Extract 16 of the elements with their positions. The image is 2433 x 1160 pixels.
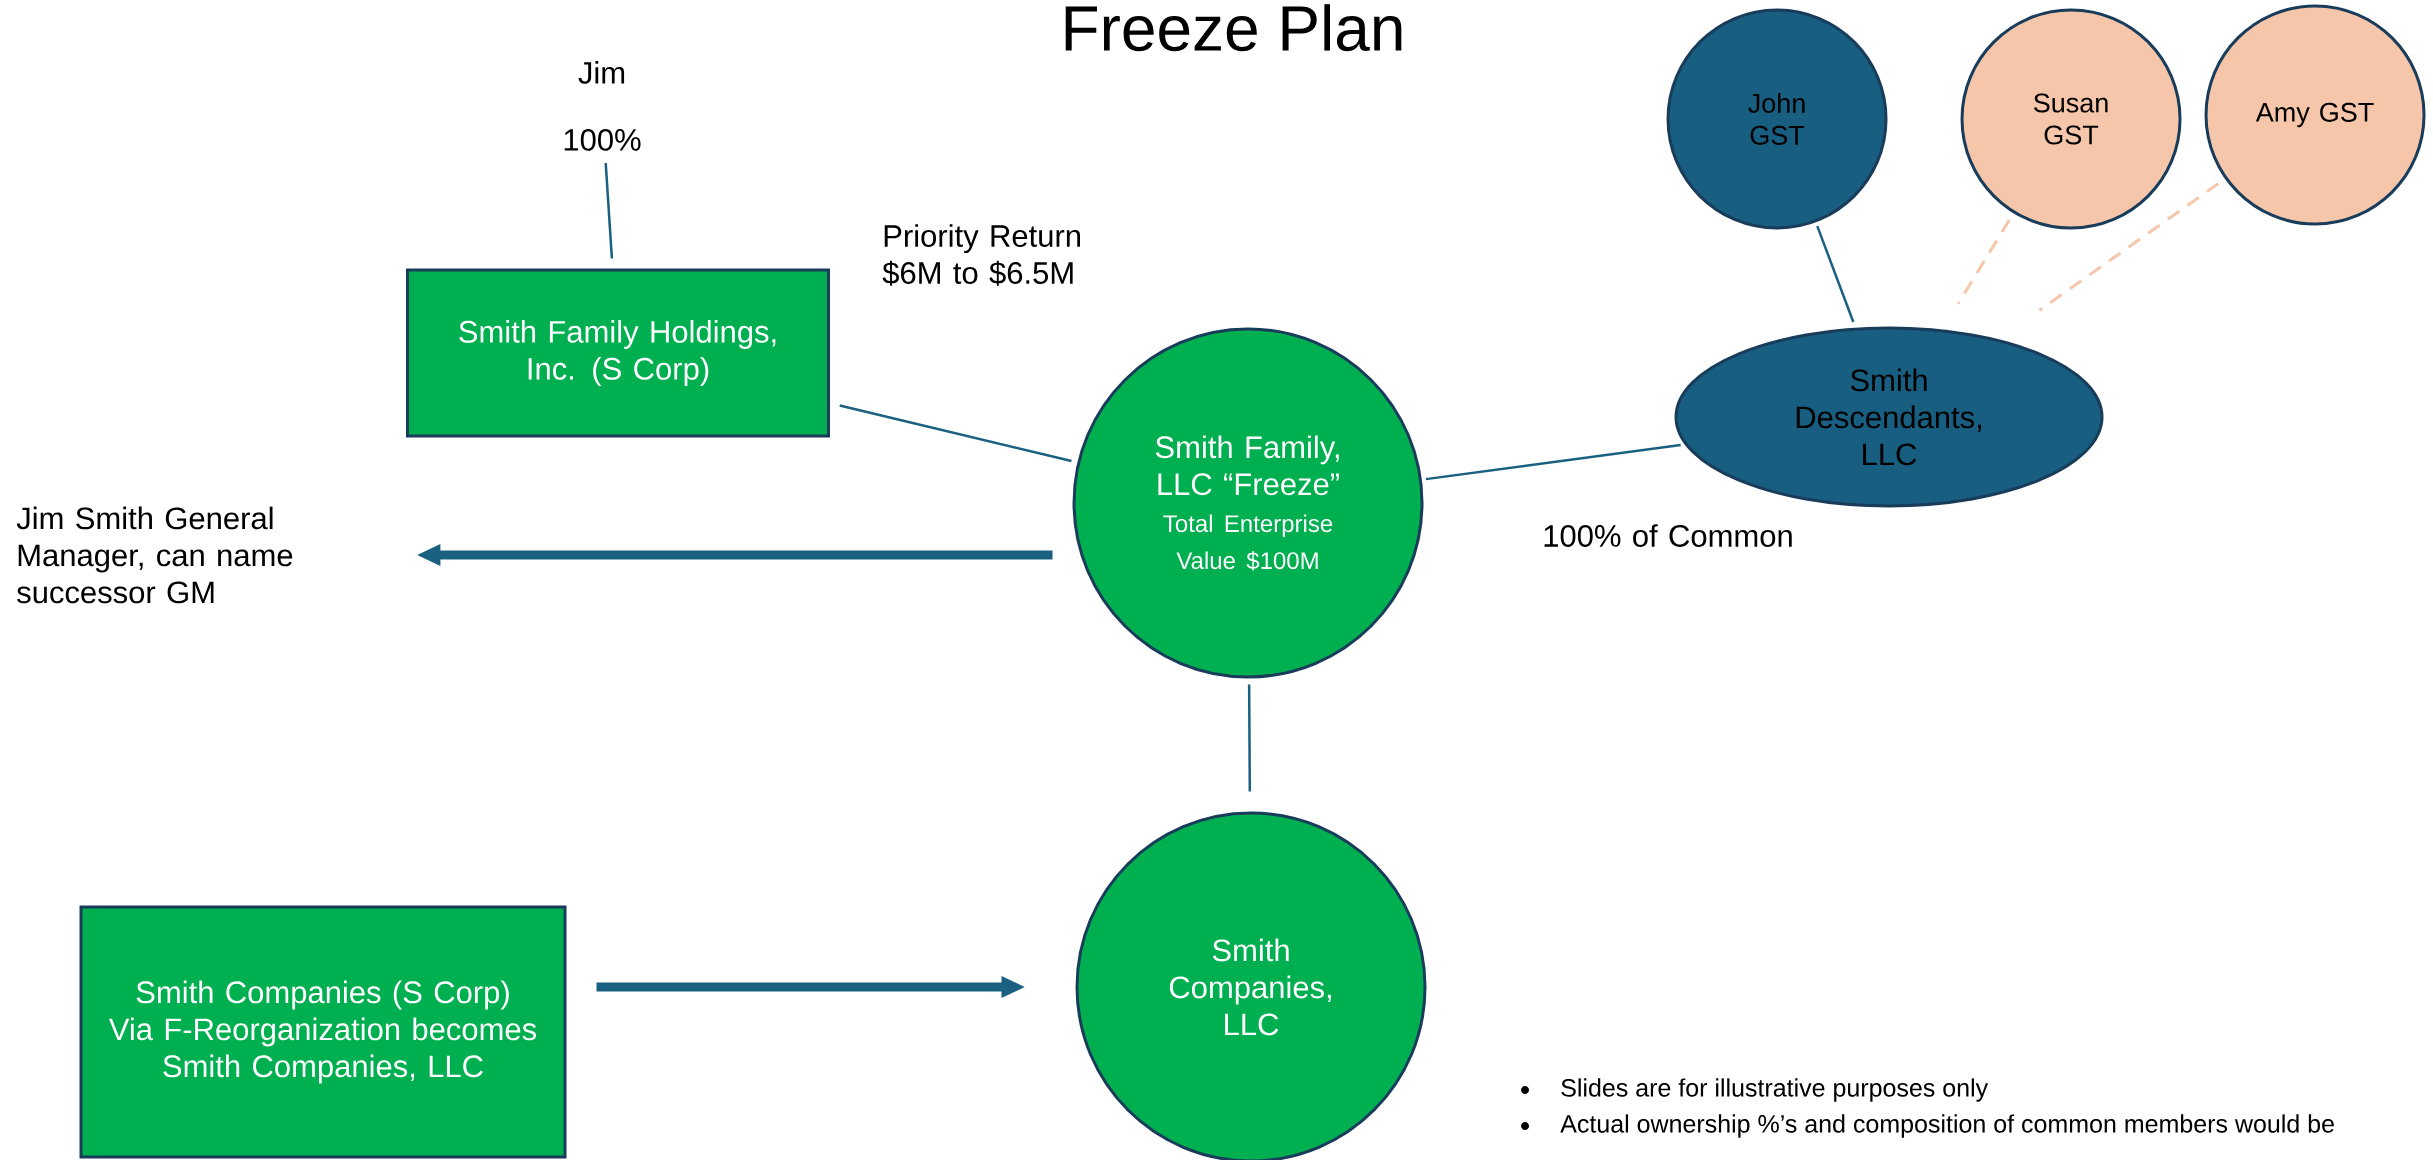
owner-label: Jim 100%	[564, 61, 641, 151]
bullet-note: Actual ownership %’s and composition of common members would be	[1521, 1114, 2334, 1138]
bullet-note: Slides are for illustrative purposes only	[1521, 1078, 1989, 1102]
edge-label: 100% of Common	[1544, 524, 1792, 547]
entity-box: Smith Family Holdings, Inc. (S Corp)	[406, 268, 830, 438]
connector	[839, 404, 1072, 463]
connector	[1816, 225, 1855, 323]
title: Freeze Plan	[1065, 4, 1402, 52]
connector	[1956, 219, 2011, 305]
edge-label: Priority Return $6M to $6.5M	[882, 224, 1080, 286]
connector	[1425, 443, 1681, 481]
connector	[2038, 182, 2220, 312]
connector	[604, 163, 614, 259]
entity-box: Smith Companies (S Corp) Via F-Reorganization becomes Smith Companies, LLC	[79, 905, 567, 1159]
manager-label: Jim Smith General Manager, can name successor GM	[16, 506, 293, 604]
connector	[1247, 684, 1252, 792]
